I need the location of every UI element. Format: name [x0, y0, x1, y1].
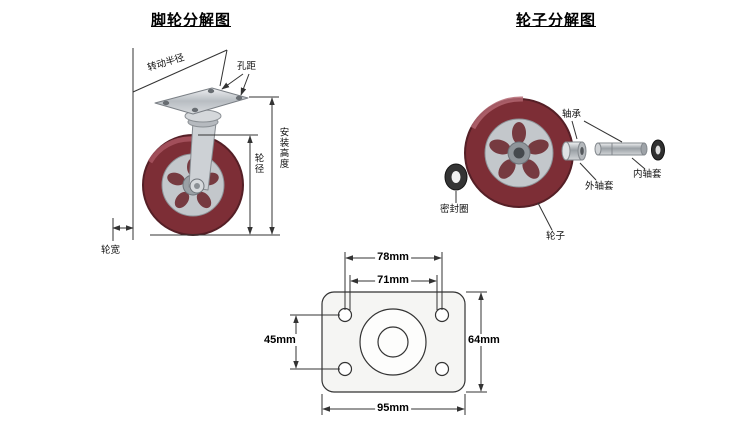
wheel-leader-lines: [455, 120, 646, 231]
label-outer-sleeve: 外轴套: [585, 181, 614, 192]
label-bearing: 轴承: [562, 109, 582, 120]
wheel-illustration: [444, 96, 665, 208]
label-wheel: 轮子: [546, 231, 566, 242]
label-hole-pitch: 孔距: [237, 61, 257, 72]
dim-plate-width: 95mm: [375, 402, 411, 414]
caster-illustration: [142, 87, 249, 236]
label-wheel-width: 轮宽: [101, 245, 121, 256]
label-mount-height: 安装高度: [277, 127, 289, 169]
caster-diagram-title: 脚轮分解图: [150, 12, 232, 29]
label-wheel-diameter: 轮径: [252, 153, 264, 174]
dim-hole-pitch-b: 71mm: [375, 274, 411, 286]
label-seal-ring: 密封圈: [440, 204, 469, 215]
dim-plate-height: 64mm: [466, 334, 502, 346]
caster-dimension-lines: [112, 48, 280, 241]
dim-hole-pitch-vertical: 45mm: [262, 334, 298, 346]
wheel-diagram-title: 轮子分解图: [515, 12, 597, 29]
plate-drawing: [321, 291, 466, 393]
dim-hole-pitch-a: 78mm: [375, 251, 411, 263]
label-inner-sleeve: 内轴套: [633, 169, 662, 180]
